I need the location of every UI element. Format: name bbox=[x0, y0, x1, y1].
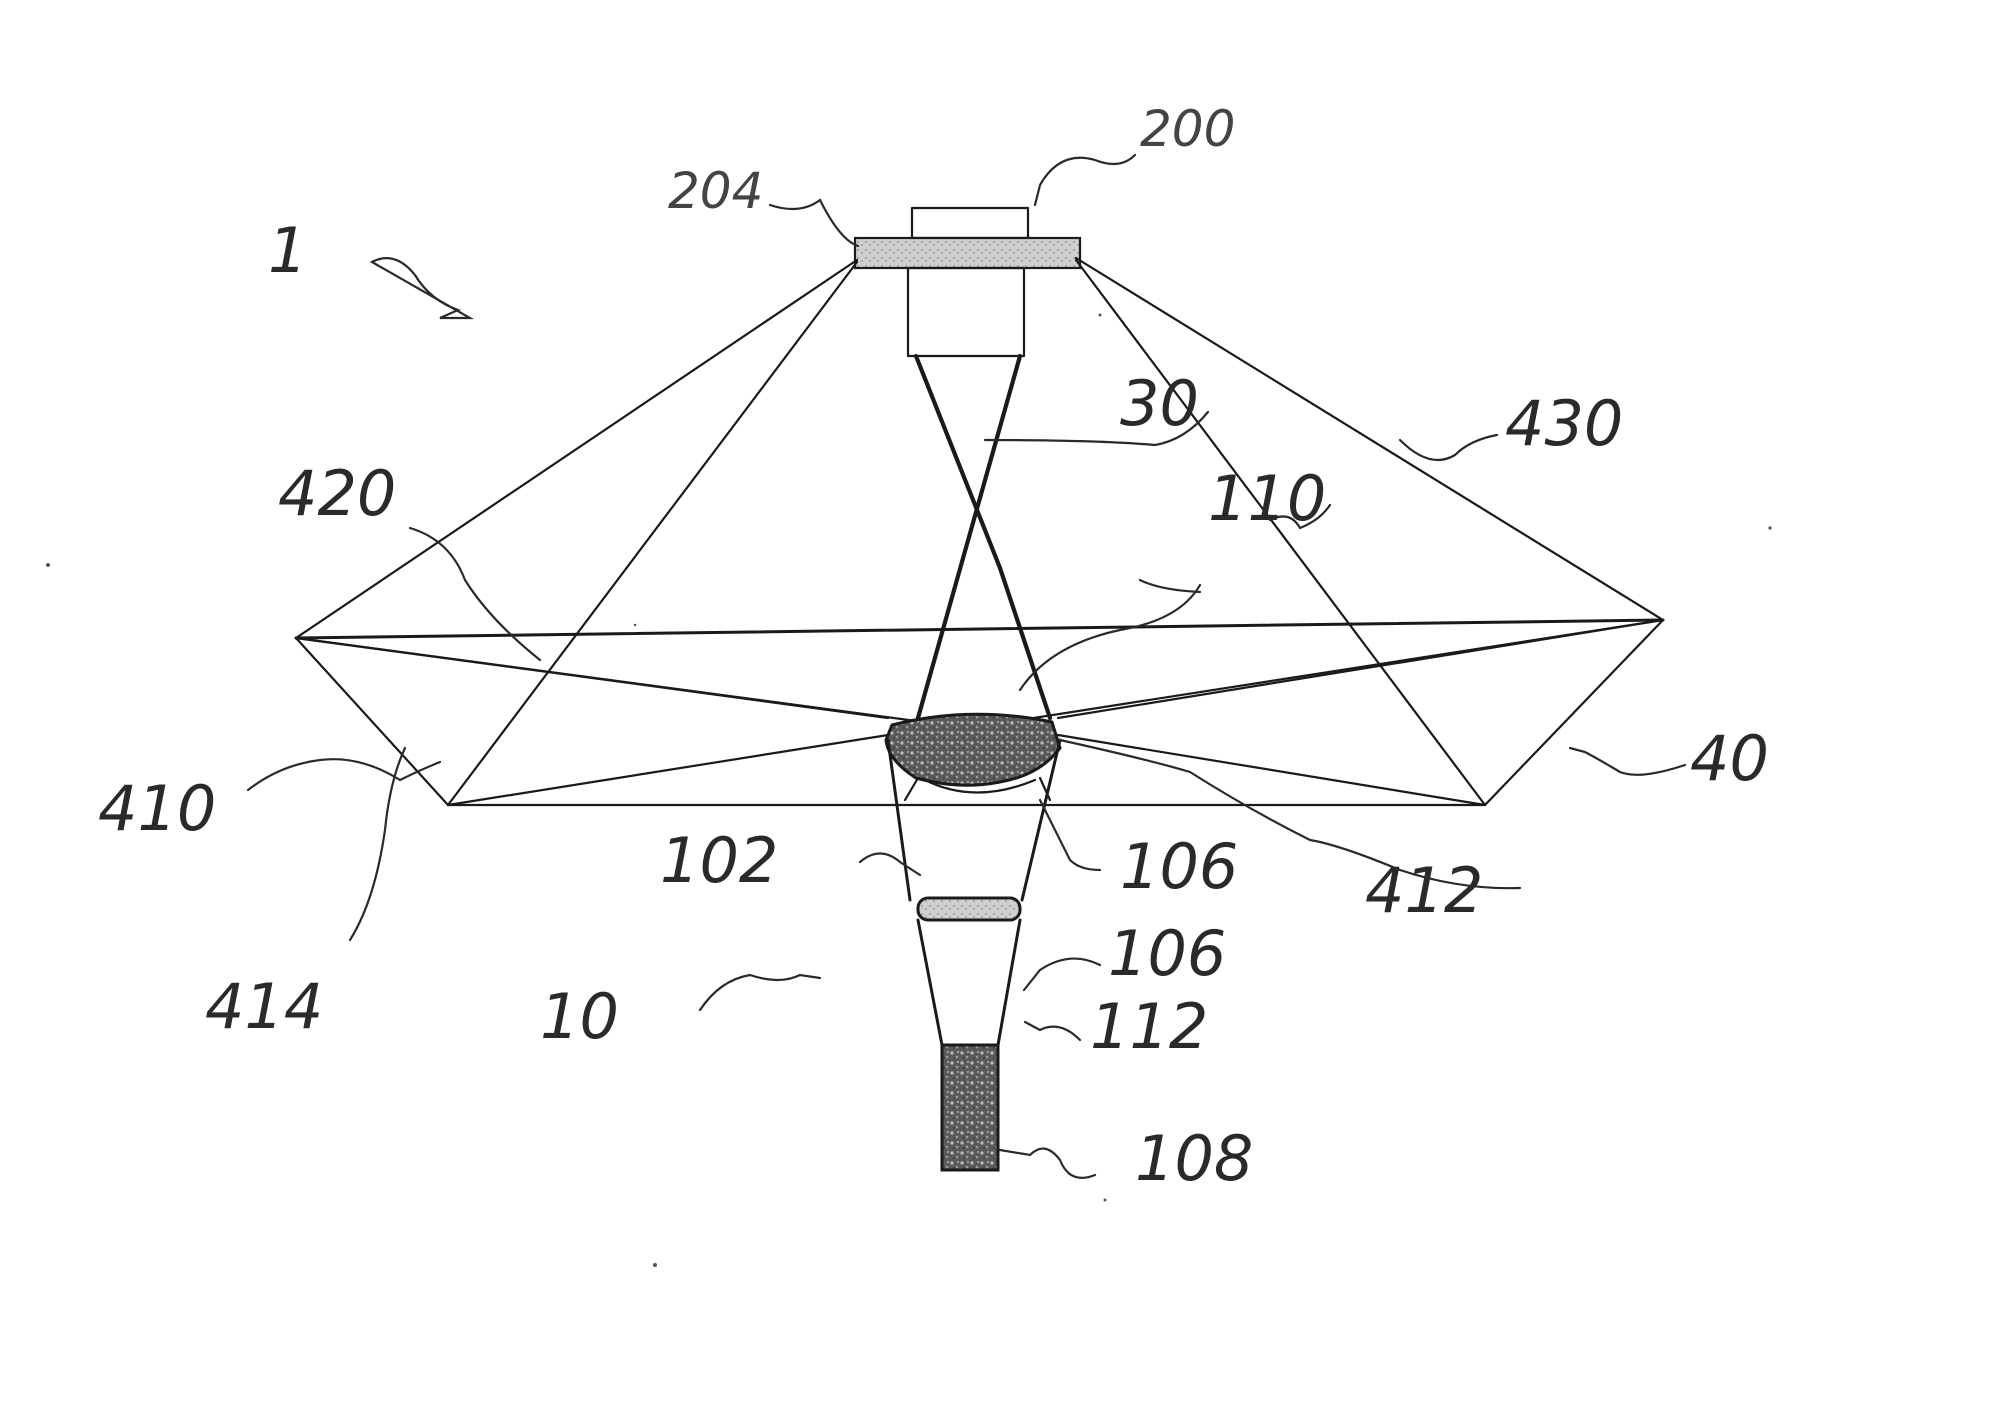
display-unit-200 bbox=[855, 208, 1080, 356]
label-40: 40 bbox=[1690, 722, 1769, 795]
ray-cone-30 bbox=[916, 356, 1050, 718]
label-102: 102 bbox=[660, 824, 778, 897]
label-106-lower: 106 bbox=[1108, 917, 1226, 990]
label-106-upper: 106 bbox=[1120, 830, 1238, 903]
lens-upper-106 bbox=[886, 714, 1060, 792]
label-410: 410 bbox=[98, 772, 216, 845]
light-source-108 bbox=[942, 1045, 998, 1170]
label-112: 112 bbox=[1090, 990, 1208, 1063]
label-110: 110 bbox=[1208, 462, 1326, 535]
label-200: 200 bbox=[1140, 100, 1235, 158]
label-1: 1 bbox=[268, 214, 307, 287]
label-420: 420 bbox=[278, 457, 396, 530]
label-108: 108 bbox=[1135, 1122, 1253, 1195]
label-10: 10 bbox=[540, 980, 619, 1053]
label-414: 414 bbox=[205, 970, 323, 1043]
label-204: 204 bbox=[668, 162, 763, 220]
label-30: 30 bbox=[1120, 367, 1199, 440]
label-412: 412 bbox=[1365, 854, 1483, 927]
lens-lower-106 bbox=[918, 898, 1020, 920]
label-430: 430 bbox=[1505, 387, 1623, 460]
leader-lines bbox=[248, 155, 1685, 1178]
plate-204 bbox=[855, 238, 1080, 268]
